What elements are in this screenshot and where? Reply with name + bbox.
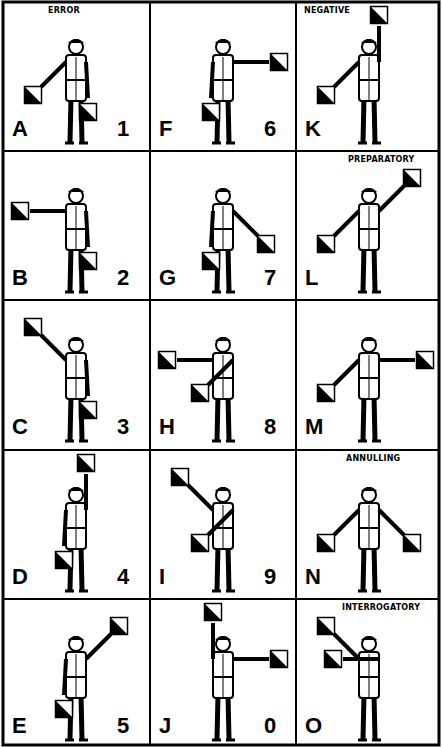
signal-letter: I [159, 566, 165, 588]
signal-letter: E [12, 715, 27, 737]
signal-number: 2 [117, 267, 129, 289]
signal-number: 4 [117, 566, 129, 588]
signal-letter: K [305, 118, 321, 140]
signal-letter: J [159, 715, 171, 737]
signal-letter: O [305, 715, 322, 737]
signal-meaning: NEGATIVE [304, 7, 350, 15]
signal-letter: L [305, 267, 318, 289]
signal-number: 0 [264, 715, 276, 737]
signal-number: 7 [264, 267, 276, 289]
signal-letter: G [159, 267, 176, 289]
signal-number: 3 [117, 416, 129, 438]
signal-number: 8 [264, 416, 276, 438]
signal-meaning: INTERROGATORY [342, 604, 420, 612]
signal-letter: C [12, 416, 28, 438]
signal-meaning: PREPARATORY [348, 156, 415, 164]
signal-meaning: ANNULLING [346, 455, 400, 463]
signal-letter: F [159, 118, 172, 140]
signal-number: 5 [117, 715, 129, 737]
signal-letter: M [305, 416, 323, 438]
signal-letter: B [12, 267, 28, 289]
signal-letter: H [159, 416, 175, 438]
signal-number: 6 [264, 118, 276, 140]
signal-letter: A [12, 118, 28, 140]
signal-letter: N [305, 566, 321, 588]
signal-number: 1 [117, 118, 129, 140]
signal-letter: D [12, 566, 28, 588]
signal-meaning: ERROR [48, 7, 80, 15]
signal-number: 9 [264, 566, 276, 588]
